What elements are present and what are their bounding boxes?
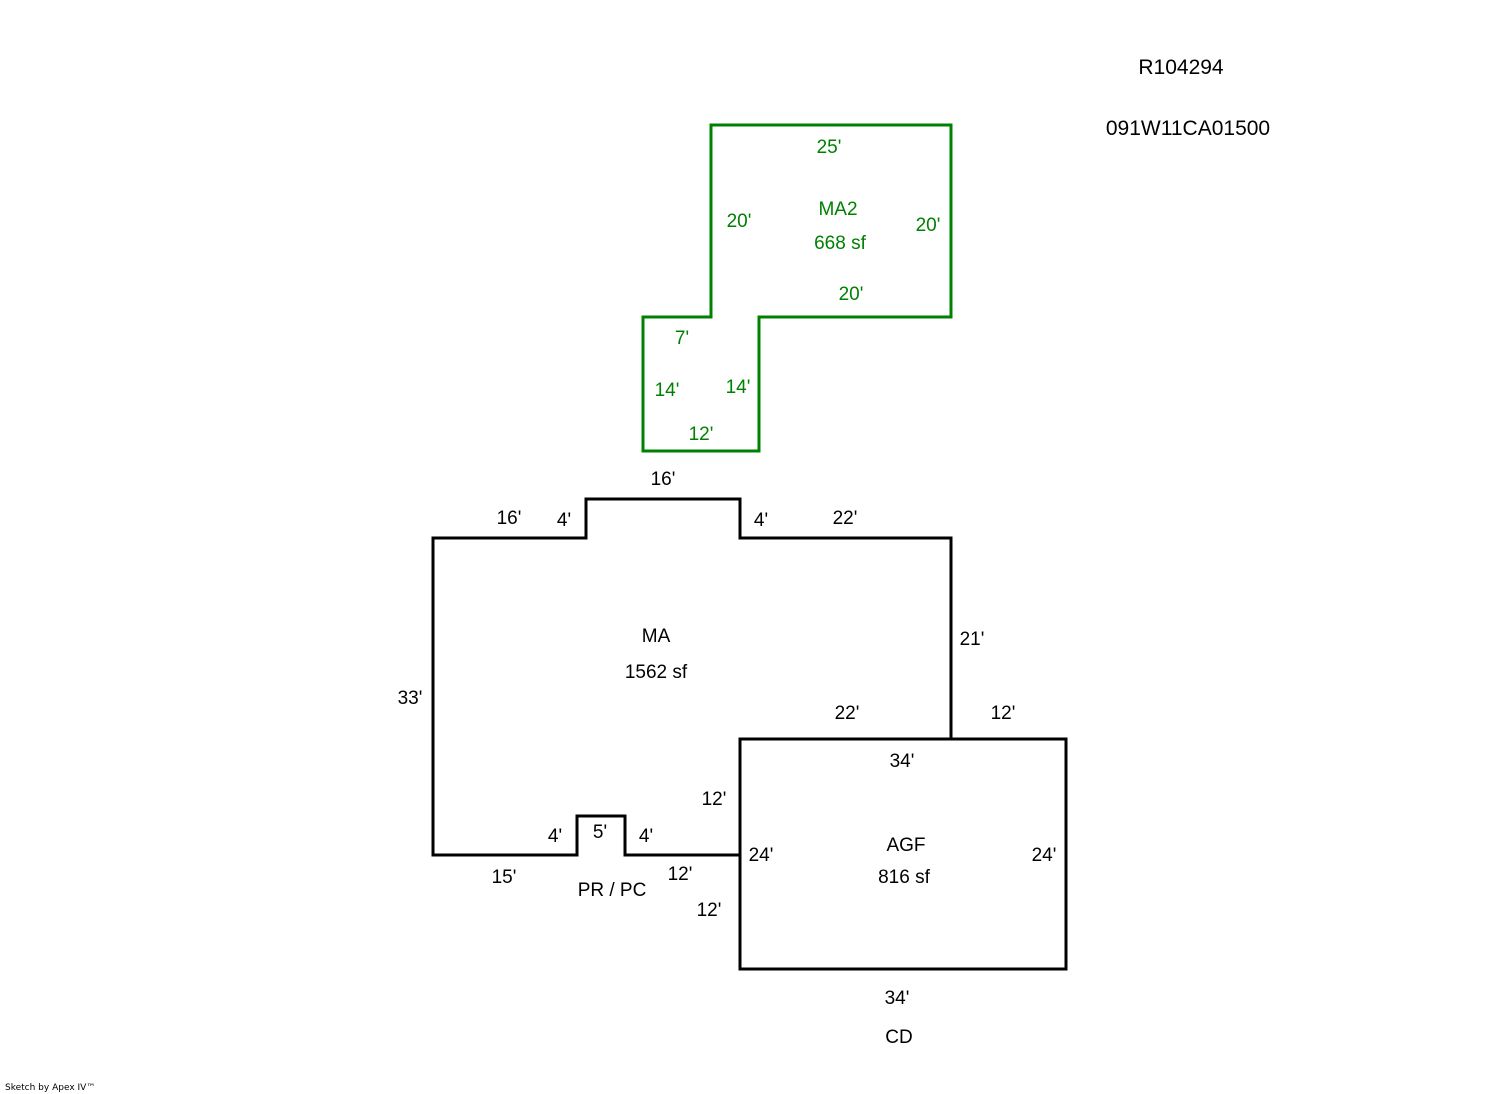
ma-name: MA (642, 626, 671, 647)
ma-dim-lower-vertical: 12' (697, 900, 722, 921)
ma2-area: 668 sf (814, 233, 866, 254)
ma-dim-lower-step: 22' (835, 703, 860, 724)
agf-dim-bottom: 34' (885, 988, 910, 1009)
ma-dim-notch-right: 4' (639, 826, 653, 847)
agf-name: AGF (886, 835, 925, 856)
ma2-dim-lower-left: 14' (655, 380, 680, 401)
ma2-outline (641, 123, 953, 453)
ma2-dim-middle: 20' (839, 284, 864, 305)
ma2-dim-bottom: 12' (689, 424, 714, 445)
ma-outline (431, 497, 953, 857)
cd-name: CD (885, 1027, 912, 1048)
footer-credit: Sketch by Apex IV™ (5, 1083, 95, 1093)
parcel-id: R104294 (1138, 56, 1224, 79)
agf-area: 816 sf (878, 867, 930, 888)
ma-dim-right: 21' (960, 629, 985, 650)
ma2-dim-top: 25' (817, 137, 842, 158)
ma-dim-top-left: 16' (497, 508, 522, 529)
ma-dim-bottom-left: 15' (492, 867, 517, 888)
ma-dim-bump-top: 16' (651, 469, 676, 490)
ma-dim-notch-top: 5' (593, 822, 607, 843)
ma-dim-inner-vertical: 12' (702, 789, 727, 810)
agf-dim-left: 24' (749, 845, 774, 866)
ma-dim-notch-left: 4' (548, 826, 562, 847)
ma-dim-bump-right: 4' (754, 510, 768, 531)
ma-dim-left: 33' (398, 688, 423, 709)
ma-dim-bottom-right: 12' (668, 864, 693, 885)
ma2-dim-right: 20' (916, 215, 941, 236)
map-number: 091W11CA01500 (1106, 117, 1270, 140)
ma-area: 1562 sf (625, 662, 688, 683)
ma-dim-bump-left: 4' (557, 510, 571, 531)
ma-dim-step-right: 12' (991, 703, 1016, 724)
ma2-dim-step: 7' (675, 328, 689, 349)
pr-pc-name: PR / PC (578, 880, 647, 901)
ma2-dim-lower-right: 14' (726, 377, 751, 398)
ma2-name: MA2 (818, 199, 857, 220)
ma2-dim-upper-left: 20' (727, 211, 752, 232)
ma-dim-top-right: 22' (833, 508, 858, 529)
agf-outline (738, 737, 1068, 971)
agf-dim-top: 34' (890, 751, 915, 772)
agf-dim-right: 24' (1032, 845, 1057, 866)
